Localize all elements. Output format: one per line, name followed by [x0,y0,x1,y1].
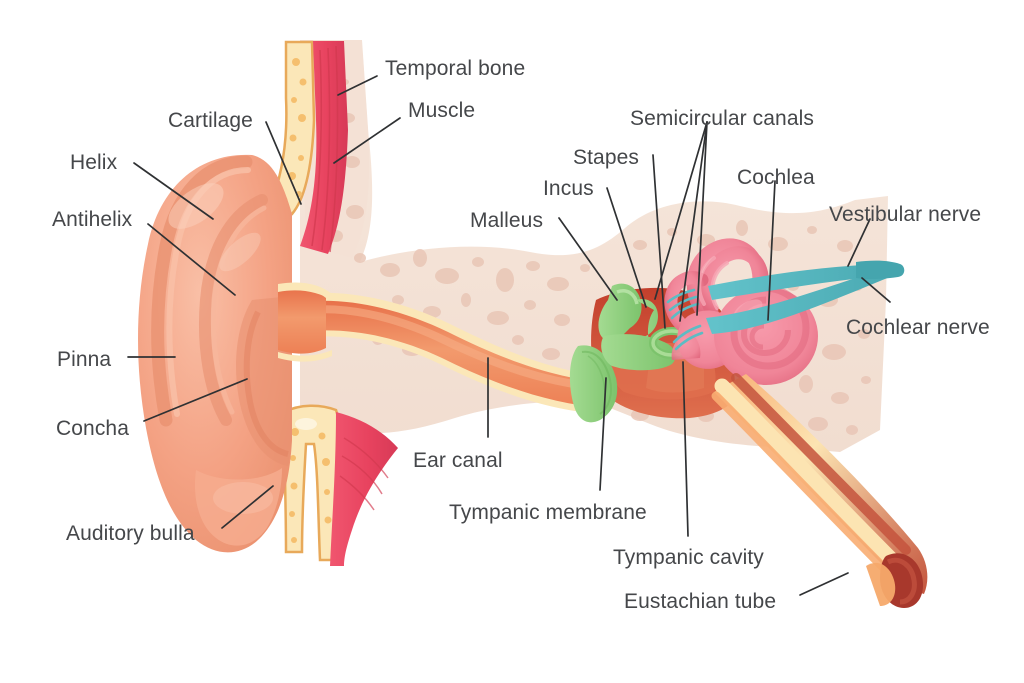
cochlea-leader [767,180,776,321]
label-temporal-bone: Temporal bone [385,57,526,80]
label-cartilage: Cartilage [168,109,253,132]
label-eustachian-tube: Eustachian tube [624,590,777,613]
label-malleus: Malleus [470,209,544,232]
semicircular-canals-leader-1 [654,121,708,300]
eustachian-tube-shape [711,373,928,608]
label-vestibular-nerve: Vestibular nerve [829,203,982,226]
tympanic-cavity-leader [682,361,689,537]
semicircular-canals-leader-3 [696,121,708,316]
muscle-lower [330,412,398,566]
label-cochlear-nerve: Cochlear nerve [846,316,990,339]
label-auditory-bulla: Auditory bulla [66,522,195,545]
cartilage-upper [268,40,316,216]
stapes-leader [652,154,666,329]
label-tympanic-membrane: Tympanic membrane [449,501,647,524]
label-concha: Concha [56,417,129,440]
eustachian-tube-leader [799,572,849,596]
vestibular-nerve-shape [708,264,894,300]
muscle-shape [300,41,348,254]
muscle-leader [333,117,401,164]
incus-leader [606,187,647,308]
temporal-bone-leader [337,75,378,96]
label-cochlea: Cochlea [737,166,815,189]
leader-lines-group [127,75,891,596]
cochlear-nerve-leader [861,277,891,303]
nerve-group [666,260,905,351]
semicircular-canals-leader-2 [679,121,708,322]
label-muscle: Muscle [408,99,476,122]
ear-canal-shape [278,282,606,414]
antihelix-leader [147,223,236,296]
label-helix: Helix [70,151,118,174]
helix-leader [133,162,214,220]
label-tympanic-cavity: Tympanic cavity [613,546,764,569]
vestibular-nerve-leader [847,218,871,267]
label-semicircular-canals: Semicircular canals [630,107,814,130]
tympanic-membrane-leader [599,377,607,491]
label-ear-canal: Ear canal [413,449,503,472]
label-stapes: Stapes [573,146,639,169]
label-incus: Incus [543,177,594,200]
malleus-shape [598,283,642,342]
auditory-bulla-leader [221,485,274,529]
label-pinna: Pinna [57,348,112,371]
malleus-leader [558,217,618,301]
label-antihelix: Antihelix [52,208,133,231]
cartilage-leader [265,121,302,205]
concha-leader [143,378,248,422]
cochlear-nerve-shape [706,267,895,334]
pinna-shape [138,154,292,553]
